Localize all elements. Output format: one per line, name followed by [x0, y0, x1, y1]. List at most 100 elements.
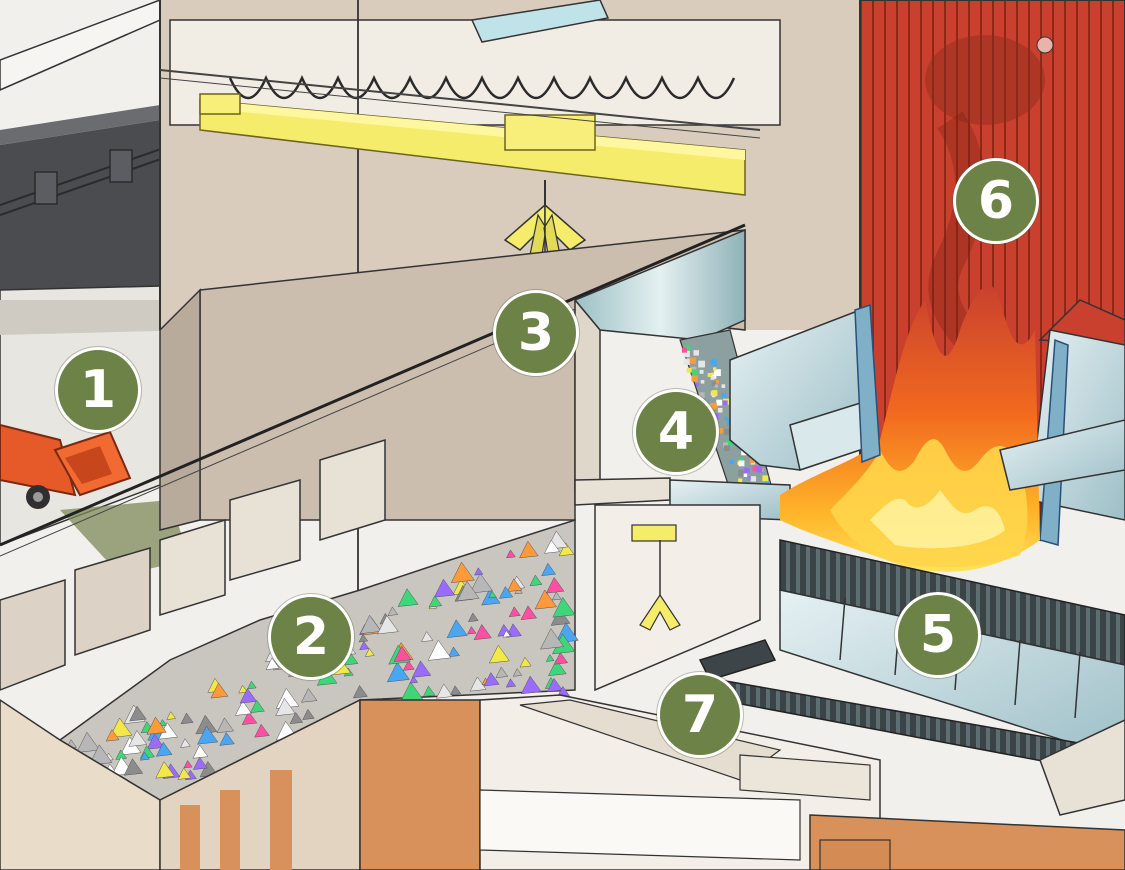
waste-fragment: [239, 688, 258, 704]
waste-fragment: [519, 540, 539, 559]
furnace-flames: [780, 285, 1040, 572]
waste-fragment: [534, 589, 558, 610]
falling-waste-fragment: [716, 399, 723, 406]
falling-waste-fragment: [698, 360, 705, 368]
waste-fragment: [234, 700, 253, 716]
falling-waste-fragment: [741, 449, 747, 456]
waste-fragment: [139, 751, 150, 761]
waste-fragment: [446, 619, 468, 638]
falling-waste-fragment: [699, 369, 704, 374]
waste-fragment: [421, 631, 434, 643]
waste-fragment: [197, 725, 219, 745]
waste-fragment: [254, 723, 270, 738]
waste-fragment: [450, 685, 462, 696]
waste-fragment: [241, 711, 258, 725]
waste-fragment: [359, 614, 382, 634]
falling-waste-fragment: [711, 372, 715, 376]
falling-waste-fragment: [717, 428, 723, 434]
falling-waste-fragment: [700, 380, 705, 384]
falling-waste-fragment: [689, 357, 696, 364]
falling-waste-fragment: [721, 393, 727, 399]
waste-fragment: [155, 741, 173, 757]
waste-fragment: [546, 677, 563, 693]
waste-fragment: [488, 644, 510, 664]
waste-fragment: [358, 633, 369, 643]
waste-fragment: [387, 606, 399, 616]
waste-fragment: [109, 717, 133, 739]
waste-fragment: [450, 561, 475, 583]
waste-fragment: [540, 628, 565, 650]
falling-waste-fragment: [691, 375, 698, 382]
waste-fragment: [275, 697, 296, 717]
waste-fragment: [402, 660, 415, 671]
waste-fragment: [146, 716, 167, 735]
truck: [0, 423, 132, 509]
waste-fragment: [210, 682, 229, 699]
marker-4-label: 4: [657, 402, 695, 462]
falling-waste-fragment: [714, 369, 721, 377]
waste-fragment: [129, 705, 147, 722]
waste-fragment: [483, 672, 500, 687]
waste-fragment: [448, 646, 461, 658]
waste-fragment: [183, 760, 193, 769]
waste-fragment: [155, 761, 175, 779]
waste-fragment: [474, 567, 484, 576]
falling-waste-fragment: [750, 476, 757, 482]
waste-fragment: [166, 711, 177, 720]
waste-fragment: [499, 586, 514, 599]
waste-fragment: [495, 666, 509, 679]
waste-fragment: [508, 606, 521, 618]
waste-fragment: [192, 744, 209, 759]
falling-waste-fragment: [711, 390, 718, 397]
waste-fragment: [551, 591, 562, 601]
waste-fragment: [377, 614, 399, 635]
waste-fragment: [469, 572, 493, 594]
waste-fragment: [238, 684, 248, 694]
marker-2: 2: [268, 594, 354, 680]
marker-5: 5: [895, 592, 981, 678]
waste-fragment: [469, 676, 487, 692]
falling-waste-fragment: [726, 439, 733, 447]
waste-fragment: [146, 733, 165, 750]
waste-fragment: [105, 729, 120, 742]
waste-fragment: [180, 712, 194, 725]
waste-fragment: [506, 549, 516, 559]
falling-waste-fragment: [691, 366, 697, 372]
waste-fragment: [393, 645, 412, 662]
waste-fragment: [505, 678, 517, 688]
falling-waste-fragment: [748, 476, 752, 480]
waste-fragment: [467, 626, 477, 635]
falling-waste-fragment: [724, 428, 731, 435]
waste-fragment: [520, 675, 542, 695]
falling-waste-fragment: [723, 442, 728, 448]
falling-waste-fragment: [756, 466, 763, 473]
waste-fragment: [558, 542, 575, 557]
falling-waste-fragment: [752, 465, 759, 472]
falling-waste-fragment: [744, 467, 750, 474]
waste-fragment: [545, 576, 565, 594]
falling-waste-fragment: [684, 345, 691, 351]
waste-fragment: [219, 731, 235, 746]
waste-fragment: [541, 562, 557, 577]
falling-waste-fragment: [693, 350, 699, 356]
waste-fragment: [177, 767, 192, 780]
falling-waste-fragment: [743, 473, 748, 477]
waste-fragment: [364, 648, 375, 657]
falling-waste-fragment: [711, 381, 717, 386]
marker-3-label: 3: [517, 303, 555, 363]
waste-fragment: [302, 708, 315, 720]
waste-fragment: [433, 578, 456, 598]
waste-fragment: [548, 659, 567, 677]
falling-waste-fragment: [683, 358, 690, 365]
falling-waste-fragment: [714, 384, 718, 388]
waste-fragment: [359, 641, 370, 651]
marker-2-label: 2: [292, 607, 330, 667]
marker-7: 7: [657, 672, 743, 758]
falling-waste-fragment: [738, 469, 745, 477]
falling-waste-fragment: [710, 402, 717, 410]
waste-fragment: [545, 654, 555, 662]
falling-waste-fragment: [681, 347, 687, 353]
falling-waste-fragment: [698, 392, 705, 399]
falling-waste-fragment: [749, 458, 755, 464]
waste-fragment: [502, 629, 511, 638]
